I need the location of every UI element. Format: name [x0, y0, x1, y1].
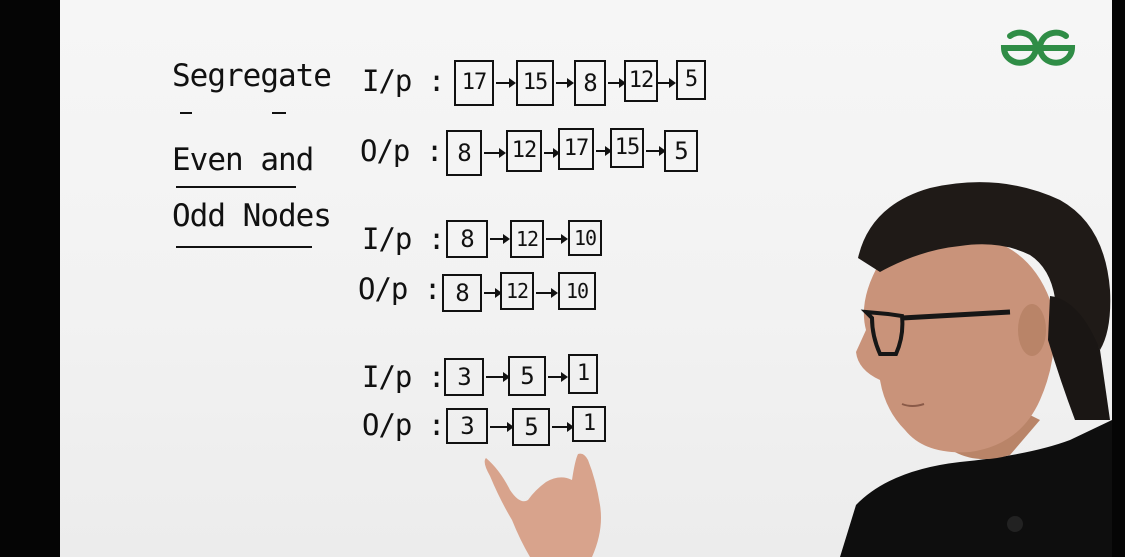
- ex3-output-node-2: 5: [512, 408, 550, 446]
- ex1-output-node-3: 17: [558, 128, 594, 170]
- ex1-input-arrow-3: [608, 78, 626, 88]
- ex1-output-arrow-4: [646, 146, 666, 156]
- example-2-input-label: I/p :: [362, 222, 445, 256]
- title-line-odd-nodes: Odd Nodes: [172, 198, 332, 234]
- title-dash-left: [180, 112, 192, 114]
- ex1-input-arrow-4: [658, 78, 676, 88]
- ex3-input-node-3: 1: [568, 354, 598, 394]
- ex2-output-arrow-1: [484, 288, 502, 298]
- ex3-output-arrow-1: [490, 422, 514, 432]
- example-3-input-label: I/p :: [362, 360, 445, 394]
- ex1-input-arrow-1: [496, 78, 516, 88]
- ex2-input-arrow-2: [546, 234, 568, 244]
- ex1-input-node-5: 5: [676, 60, 706, 100]
- ex2-output-node-2: 12: [500, 272, 534, 310]
- ex3-input-arrow-2: [548, 372, 568, 382]
- ex2-output-node-3: 10: [558, 272, 596, 310]
- geeksforgeeks-logo: [1000, 29, 1076, 66]
- ex1-output-node-2: 12: [506, 130, 542, 172]
- ex3-output-node-3: 1: [572, 406, 606, 442]
- ex2-output-arrow-2: [536, 288, 558, 298]
- ex1-output-node-4: 15: [610, 128, 644, 168]
- title-underline-2: [176, 246, 312, 248]
- ex2-input-arrow-1: [490, 234, 510, 244]
- ex3-input-arrow-1: [486, 372, 510, 382]
- video-frame-right-border: [1112, 0, 1125, 557]
- ex3-input-node-2: 5: [508, 356, 546, 396]
- title-underline-1: [176, 186, 296, 188]
- ex1-output-arrow-1: [484, 148, 506, 158]
- ex1-input-node-4: 12: [624, 60, 658, 102]
- example-2-output-label: O/p :: [358, 272, 441, 306]
- example-1-output-label: O/p :: [360, 134, 443, 168]
- video-frame-left-border: [0, 0, 60, 557]
- example-1-input-label: I/p :: [362, 64, 445, 98]
- ex1-input-node-2: 15: [516, 60, 554, 106]
- title-line-even-and: Even and: [172, 142, 314, 178]
- ex2-input-node-3: 10: [568, 220, 602, 256]
- ex2-input-node-1: 8: [446, 220, 488, 258]
- ex1-output-node-5: 5: [664, 130, 698, 172]
- ex2-input-node-2: 12: [510, 220, 544, 258]
- ex3-input-node-1: 3: [444, 358, 484, 396]
- example-3-output-label: O/p :: [362, 408, 445, 442]
- ex1-input-node-3: 8: [574, 60, 606, 106]
- ex1-output-arrow-3: [596, 146, 612, 156]
- title-line-segregate: Segregate: [172, 58, 332, 94]
- ex3-output-node-1: 3: [446, 408, 488, 444]
- ex3-output-arrow-2: [552, 422, 574, 432]
- ex2-output-node-1: 8: [442, 274, 482, 312]
- ex1-output-node-1: 8: [446, 130, 482, 176]
- ex1-input-node-1: 17: [454, 60, 494, 106]
- ex1-output-arrow-2: [544, 148, 560, 158]
- title-dash-right: [272, 112, 286, 114]
- ex1-input-arrow-2: [556, 78, 574, 88]
